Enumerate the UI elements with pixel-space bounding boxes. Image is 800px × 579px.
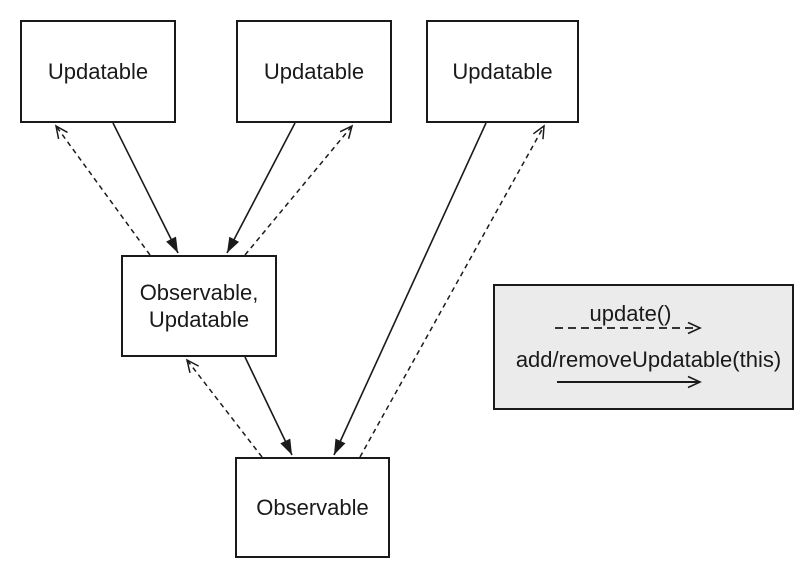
node-updatable-1: Updatable [20, 20, 176, 123]
node-updatable-2: Updatable [236, 20, 392, 123]
node-updatable-2-label: Updatable [263, 58, 365, 84]
edge-solid-observableupdatable-to-observable [244, 356, 293, 456]
node-updatable-1-label: Updatable [47, 58, 149, 84]
edge-dashed-observableupdatable-to-updatable1 [54, 124, 151, 256]
node-updatable-3: Updatable [426, 20, 579, 123]
node-observable: Observable [235, 457, 390, 558]
edge-dashed-observable-to-updatable3 [359, 124, 545, 458]
node-observable-updatable-label: Observable, Updatable [139, 279, 259, 333]
node-observable-label: Observable [256, 494, 369, 520]
edge-solid-updatable3-to-observable [333, 122, 487, 456]
edge-solid-updatable2-to-observableupdatable [226, 122, 296, 254]
node-updatable-3-label: Updatable [452, 58, 553, 84]
edge-solid-updatable1-to-observableupdatable [112, 122, 179, 254]
edge-dashed-observableupdatable-to-updatable2 [244, 124, 354, 256]
legend-arrows [555, 321, 702, 389]
edge-dashed-observable-to-observableupdatable [185, 358, 263, 458]
legend: update() add/removeUpdatable(this) [493, 284, 794, 410]
legend-add-remove-label: add/removeUpdatable(this) [515, 347, 782, 372]
legend-update-label: update() [589, 301, 672, 326]
node-observable-updatable: Observable, Updatable [121, 255, 277, 357]
